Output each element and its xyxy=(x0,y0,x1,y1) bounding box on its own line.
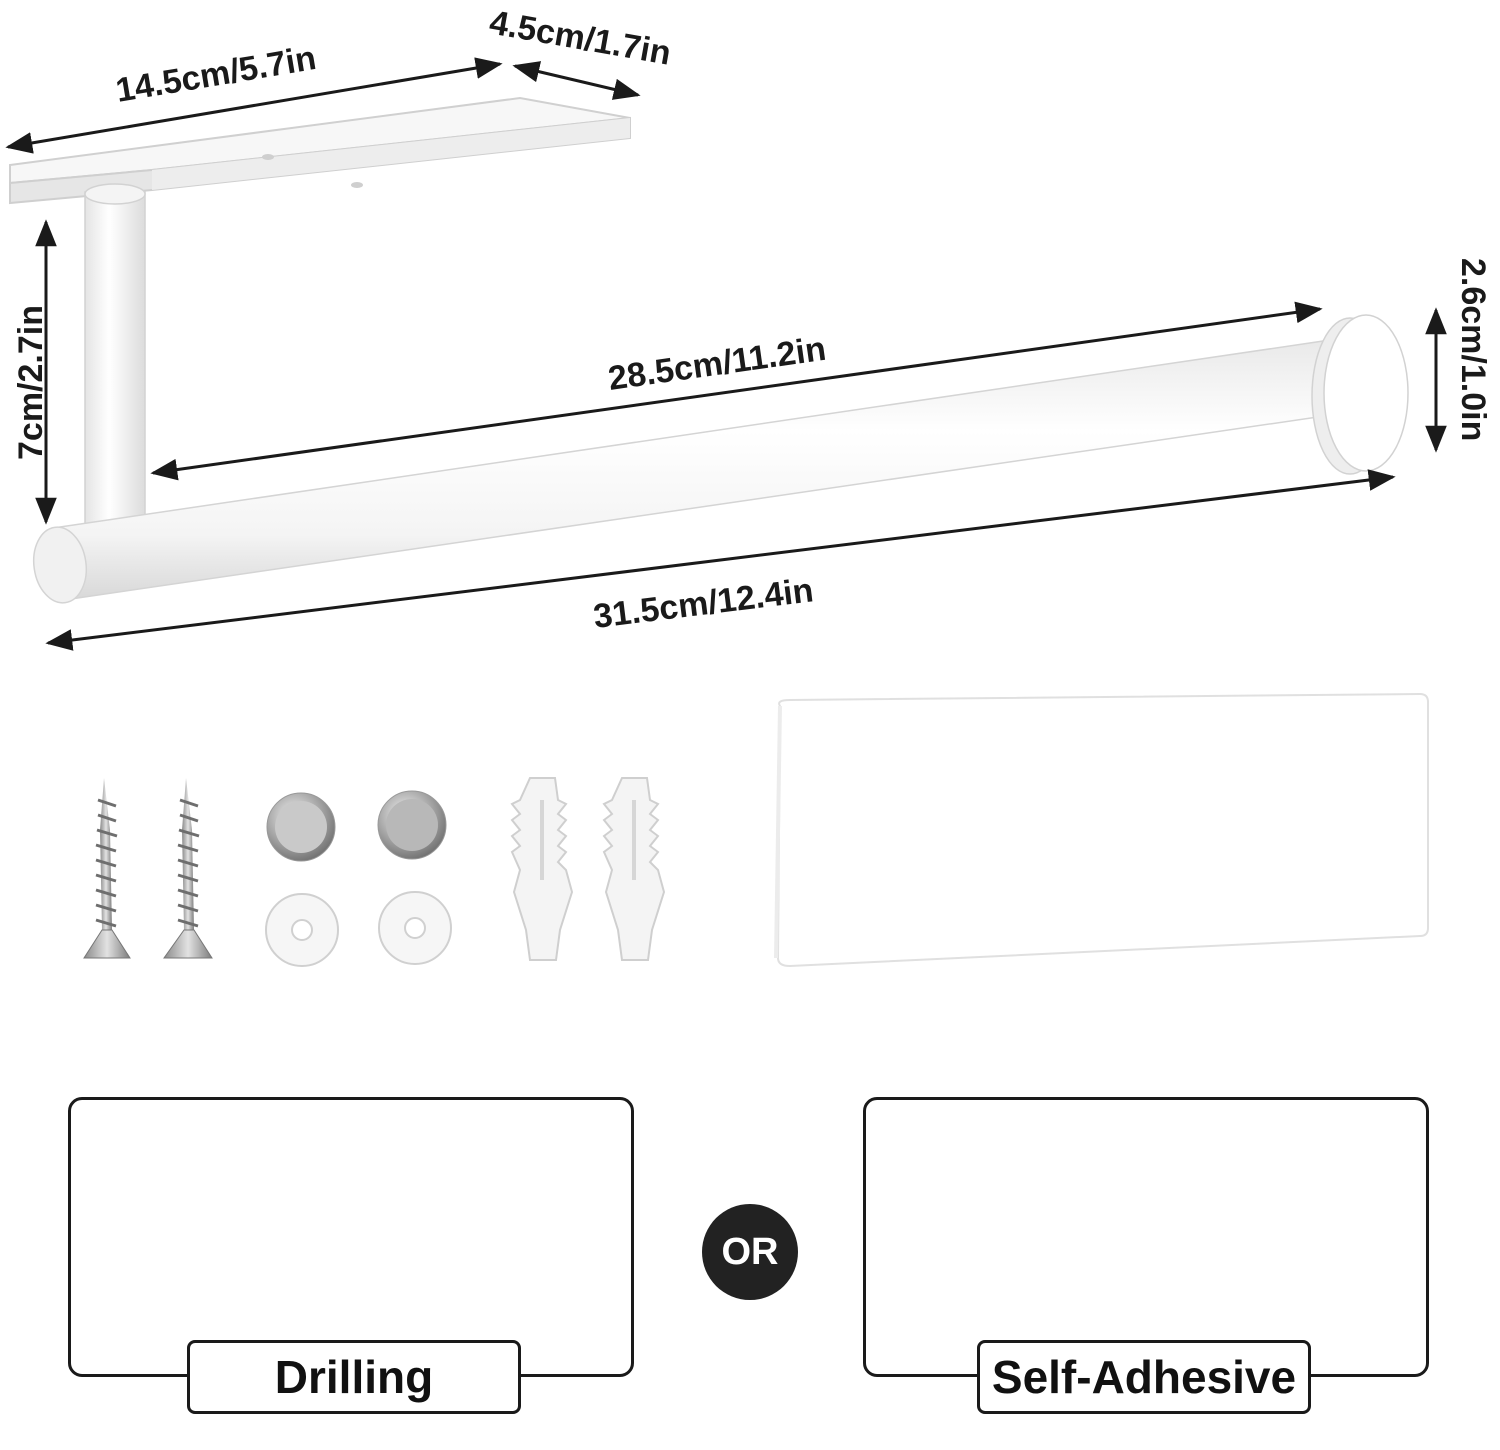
adhesive-option-box xyxy=(863,1097,1429,1377)
screw-icon xyxy=(163,778,213,959)
drilling-label: Drilling xyxy=(187,1340,521,1414)
screw-hole xyxy=(351,182,363,188)
drilling-option-box xyxy=(68,1097,634,1377)
wall-anchor-icon xyxy=(510,777,574,961)
dim-base-width: 4.5cm/1.7in xyxy=(487,3,674,72)
wall-anchor-icon xyxy=(602,777,666,961)
dimension-lines xyxy=(5,57,1447,651)
dim-height: 7cm/2.7in xyxy=(12,305,50,460)
self-adhesive-label: Self-Adhesive xyxy=(977,1340,1311,1414)
or-badge: OR xyxy=(702,1204,798,1300)
dim-end-cap-diameter: 2.6cm/1.0in xyxy=(1454,258,1492,441)
rod-end-cap xyxy=(1311,314,1409,475)
washer-icon xyxy=(265,893,339,967)
adhesive-pad-icon xyxy=(774,692,1429,968)
screw-hole xyxy=(262,154,274,160)
dim-rod-length: 28.5cm/11.2in xyxy=(606,330,828,398)
washer-icon xyxy=(378,891,452,965)
support-post xyxy=(84,183,146,538)
screw-icon xyxy=(83,778,131,959)
cover-cap-icon xyxy=(266,792,336,862)
dim-overall-length: 31.5cm/12.4in xyxy=(591,571,815,636)
cover-cap-icon xyxy=(377,790,447,860)
